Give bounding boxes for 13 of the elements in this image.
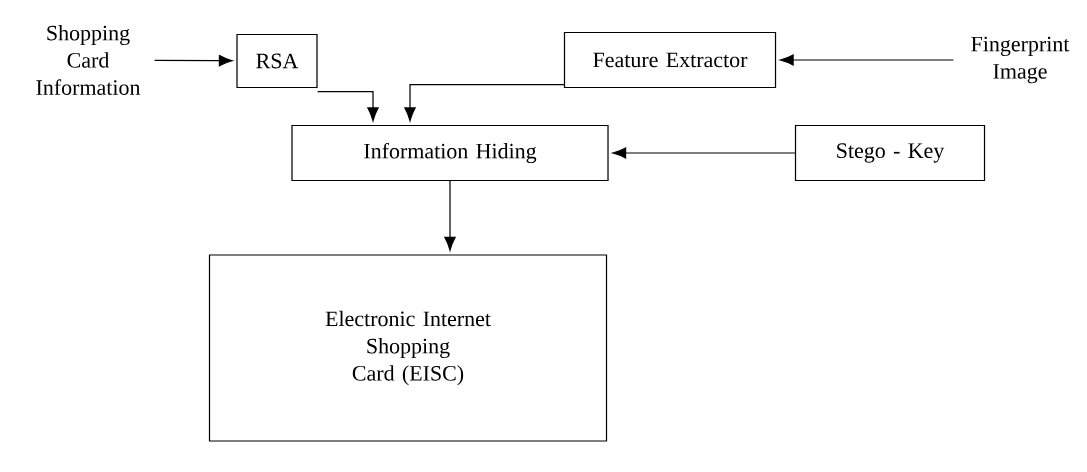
process-box: RSA <box>236 33 318 89</box>
process-box: Stego - Key <box>794 124 986 182</box>
arrow <box>154 55 233 67</box>
arrow <box>444 180 456 251</box>
process-box: Information Hiding <box>291 124 609 182</box>
process-box: Electronic Internet Shopping Card (EISC) <box>208 254 608 442</box>
text-label: Fingerprint Image <box>971 36 1070 84</box>
text-label: Shopping Card Information <box>36 25 141 95</box>
process-box: Feature Extractor <box>563 31 777 89</box>
arrow <box>404 84 565 122</box>
arrow <box>779 54 954 66</box>
arrow <box>317 91 379 122</box>
arrow <box>612 147 796 159</box>
